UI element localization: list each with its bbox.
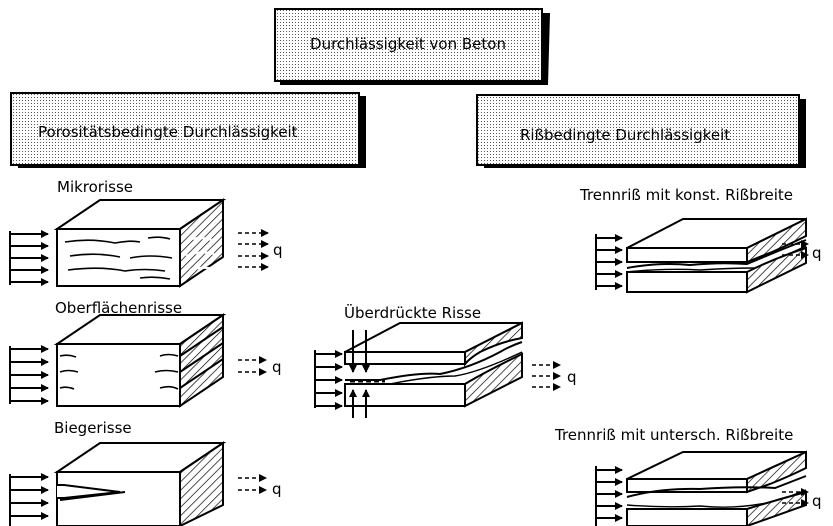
block-ueberdrueckte (344, 321, 523, 418)
outflow-arrows-2 (238, 356, 267, 376)
box-top-label: Durchlässigkeit von Beton (310, 35, 506, 53)
box-right: Rißbedingte Durchlässigkeit (476, 94, 806, 168)
inflow-arrows-1 (9, 230, 49, 286)
label-oberflaechenrisse: Oberflächenrisse (55, 299, 182, 317)
label-ueberdrueckte: Überdrückte Risse (344, 303, 481, 322)
inflow-arrows-3 (9, 473, 49, 526)
block-trennriss-untersch (626, 450, 807, 526)
box-right-label: Rißbedingte Durchlässigkeit (520, 126, 730, 144)
flow-q-1: q (273, 241, 283, 259)
outflow-arrows-5 (782, 240, 809, 259)
label-biegerisse: Biegerisse (54, 419, 132, 437)
label-mikrorisse: Mikrorisse (57, 178, 133, 196)
outflow-arrows-4 (532, 361, 561, 391)
flow-q-3: q (272, 480, 282, 498)
box-left: Porositätsbedingte Durchlässigkeit (10, 92, 366, 168)
label-trennriss-konst: Trennriß mit konst. Rißbreite (579, 186, 793, 204)
block-mikrorisse (53, 198, 227, 288)
box-left-label: Porositätsbedingte Durchlässigkeit (38, 123, 298, 141)
block-trennriss-konst (626, 217, 807, 294)
flow-q-5: q (812, 244, 822, 262)
inflow-arrows-4 (314, 350, 343, 410)
flow-q-2: q (272, 358, 282, 376)
block-oberflaechenrisse (53, 313, 227, 408)
flow-q-6: q (812, 492, 822, 510)
inflow-arrows-2 (9, 345, 49, 405)
outflow-arrows-6 (782, 488, 809, 507)
block-biegerisse (53, 441, 227, 526)
inflow-arrows-6 (595, 466, 623, 526)
outflow-arrows-1 (238, 229, 269, 271)
outflow-arrows-3 (238, 474, 267, 494)
inflow-arrows-5 (595, 234, 623, 290)
label-trennriss-untersch: Trennriß mit untersch. Rißbreite (554, 426, 793, 444)
box-top: Durchlässigkeit von Beton (274, 8, 550, 85)
flow-q-4: q (567, 368, 577, 386)
